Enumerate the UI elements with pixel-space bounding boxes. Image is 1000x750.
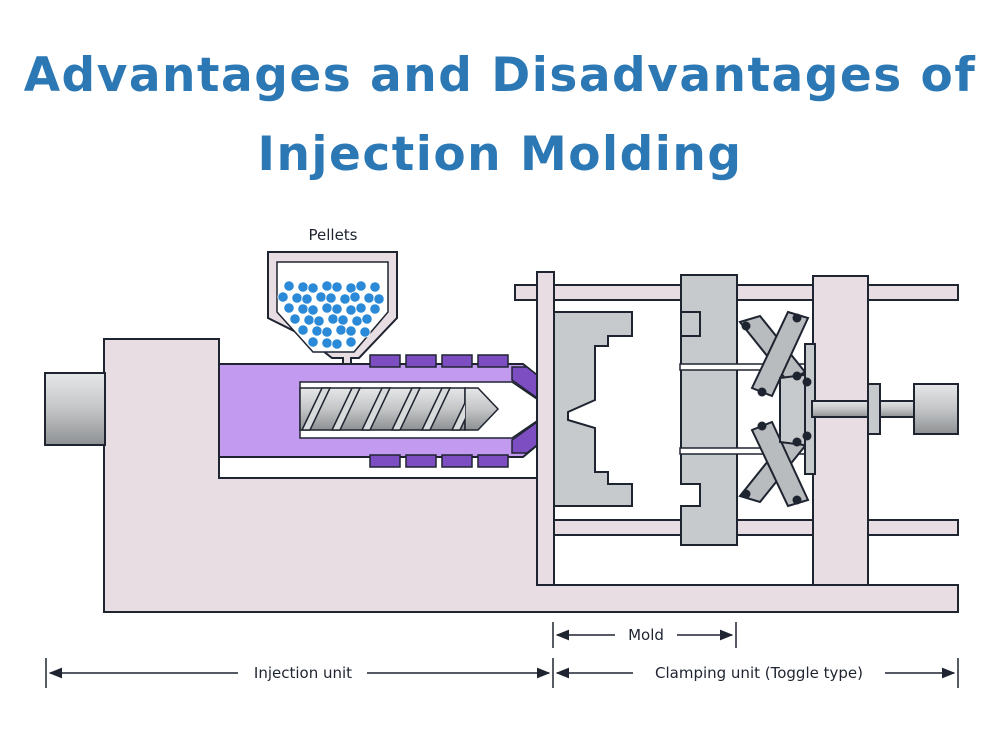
pellet bbox=[327, 313, 339, 325]
pellet bbox=[373, 293, 385, 305]
pellet bbox=[321, 337, 333, 349]
pellet bbox=[337, 314, 349, 326]
page-title-line-2: Injection Molding bbox=[257, 127, 743, 182]
pellet bbox=[331, 281, 343, 293]
pellet bbox=[303, 314, 315, 326]
screw bbox=[299, 387, 500, 431]
heater-bands bbox=[369, 354, 509, 468]
pellet bbox=[283, 280, 295, 292]
pellet bbox=[331, 338, 343, 350]
stationary-platen bbox=[536, 271, 555, 586]
pellet bbox=[291, 292, 303, 304]
pellet bbox=[297, 324, 309, 336]
pellet bbox=[331, 303, 343, 315]
pellet bbox=[369, 281, 381, 293]
pellet bbox=[335, 324, 347, 336]
pellet bbox=[345, 336, 357, 348]
pellet bbox=[297, 303, 309, 315]
pellet bbox=[321, 326, 333, 338]
pellet bbox=[289, 313, 301, 325]
pellet bbox=[307, 282, 319, 294]
injection-unit-label: Injection unit bbox=[254, 664, 352, 682]
pellet bbox=[297, 281, 309, 293]
page-title-line-1: Advantages and Disadvantages of bbox=[23, 48, 977, 103]
pellet bbox=[277, 291, 289, 303]
injection-unit-dimension bbox=[45, 658, 554, 688]
pellet bbox=[339, 293, 351, 305]
fixed-mold-half bbox=[553, 311, 633, 507]
pellet bbox=[311, 325, 323, 337]
pellet bbox=[307, 336, 319, 348]
pellet bbox=[359, 326, 371, 338]
clamping-unit-label: Clamping unit (Toggle type) bbox=[655, 664, 863, 682]
moving-mold-face bbox=[680, 311, 701, 337]
pellet bbox=[325, 292, 337, 304]
pellet bbox=[301, 293, 313, 305]
rear-platen bbox=[812, 275, 869, 586]
pellet bbox=[321, 302, 333, 314]
pellet bbox=[351, 315, 363, 327]
pellet bbox=[307, 304, 319, 316]
hydraulic-cylinder bbox=[44, 372, 106, 446]
pellet bbox=[345, 304, 357, 316]
pellet bbox=[313, 315, 325, 327]
pellet bbox=[361, 313, 373, 325]
pellet bbox=[355, 302, 367, 314]
mold-label: Mold bbox=[628, 626, 664, 644]
toggle-pins bbox=[741, 313, 812, 505]
clamping-unit-dimension bbox=[555, 658, 959, 688]
pellet bbox=[321, 280, 333, 292]
clamping-cylinder bbox=[811, 383, 959, 435]
pellet bbox=[345, 325, 357, 337]
pellets-label: Pellets bbox=[309, 226, 358, 244]
toggle-mechanism bbox=[738, 310, 816, 508]
pellet bbox=[283, 302, 295, 314]
mold-dimension bbox=[552, 622, 737, 648]
pellet bbox=[363, 292, 375, 304]
pellet bbox=[369, 303, 381, 315]
plastic-pellets bbox=[277, 280, 385, 350]
pellet bbox=[349, 291, 361, 303]
pellet bbox=[315, 291, 327, 303]
pellet bbox=[355, 280, 367, 292]
